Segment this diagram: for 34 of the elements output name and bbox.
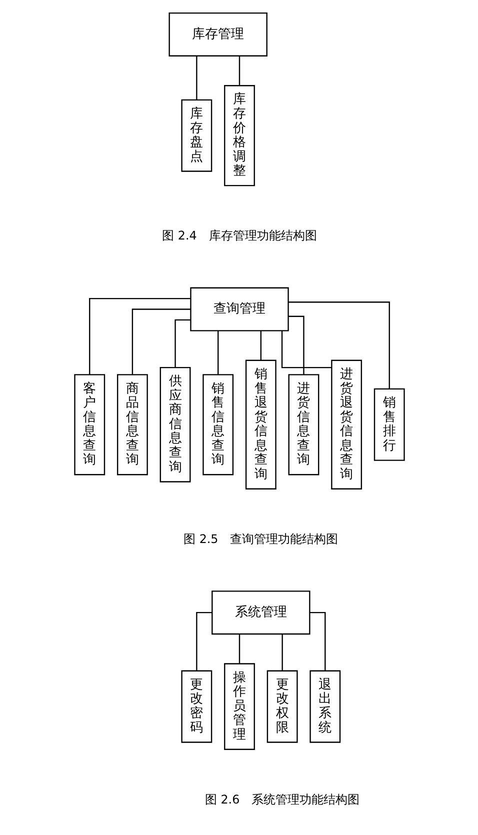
- node-box: 商品信息查询: [116, 374, 148, 476]
- connector: [174, 319, 190, 368]
- connector: [196, 56, 197, 100]
- label: 图 2.6 系统管理功能结构图: [204, 792, 360, 806]
- label: 图 2.5 查询管理功能结构图: [183, 532, 338, 546]
- connector: [288, 316, 304, 375]
- node-box: 库存盘点: [180, 99, 212, 172]
- node-box: 库存管理: [168, 12, 267, 56]
- connector: [88, 298, 190, 374]
- node-box: 更改权限: [266, 670, 298, 743]
- node-box: 客户信息查询: [74, 374, 105, 476]
- node-box: 操作员管理: [224, 663, 254, 750]
- connector: [309, 612, 326, 670]
- node-box: 进货退货信息查询: [330, 360, 362, 490]
- label: 图 2.4 库存管理功能结构图: [162, 228, 316, 243]
- node-box: 更改密码: [180, 670, 212, 743]
- connector: [238, 634, 240, 664]
- connector: [280, 330, 332, 368]
- node-box: 进货信息查询: [288, 374, 319, 476]
- connector: [196, 612, 212, 670]
- node-box: 销售排行: [373, 388, 404, 461]
- node-box: 查询管理: [190, 287, 288, 332]
- connector: [217, 330, 218, 374]
- node-box: 销售退货信息查询: [244, 360, 276, 490]
- connector: [281, 634, 282, 671]
- connector: [260, 330, 261, 360]
- connector: [131, 308, 190, 374]
- connector: [288, 302, 390, 389]
- node-box: 退出系统: [309, 670, 340, 743]
- node-box: 系统管理: [211, 590, 310, 635]
- node-box: 供应商信息查询: [159, 366, 190, 482]
- connector: [238, 56, 240, 86]
- node-box: 销售信息查询: [202, 374, 234, 476]
- node-box: 库存价格调整: [224, 85, 254, 186]
